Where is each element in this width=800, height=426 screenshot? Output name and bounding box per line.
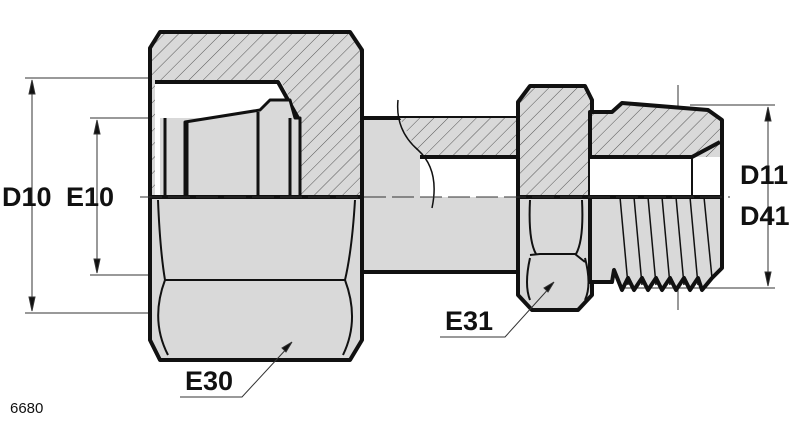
label-d41: D41	[740, 201, 790, 231]
label-d10: D10	[2, 182, 52, 212]
label-e30: E30	[185, 366, 234, 396]
label-d11: D11	[740, 160, 789, 190]
label-e31: E31	[445, 306, 494, 336]
hex-e31	[516, 84, 594, 312]
leader-lines	[180, 281, 555, 398]
break-line	[396, 99, 435, 209]
label-e10: E10	[66, 182, 115, 212]
body	[353, 116, 527, 274]
nut-e30	[148, 30, 364, 362]
thread	[588, 101, 724, 292]
part-number: 6680	[10, 400, 44, 417]
